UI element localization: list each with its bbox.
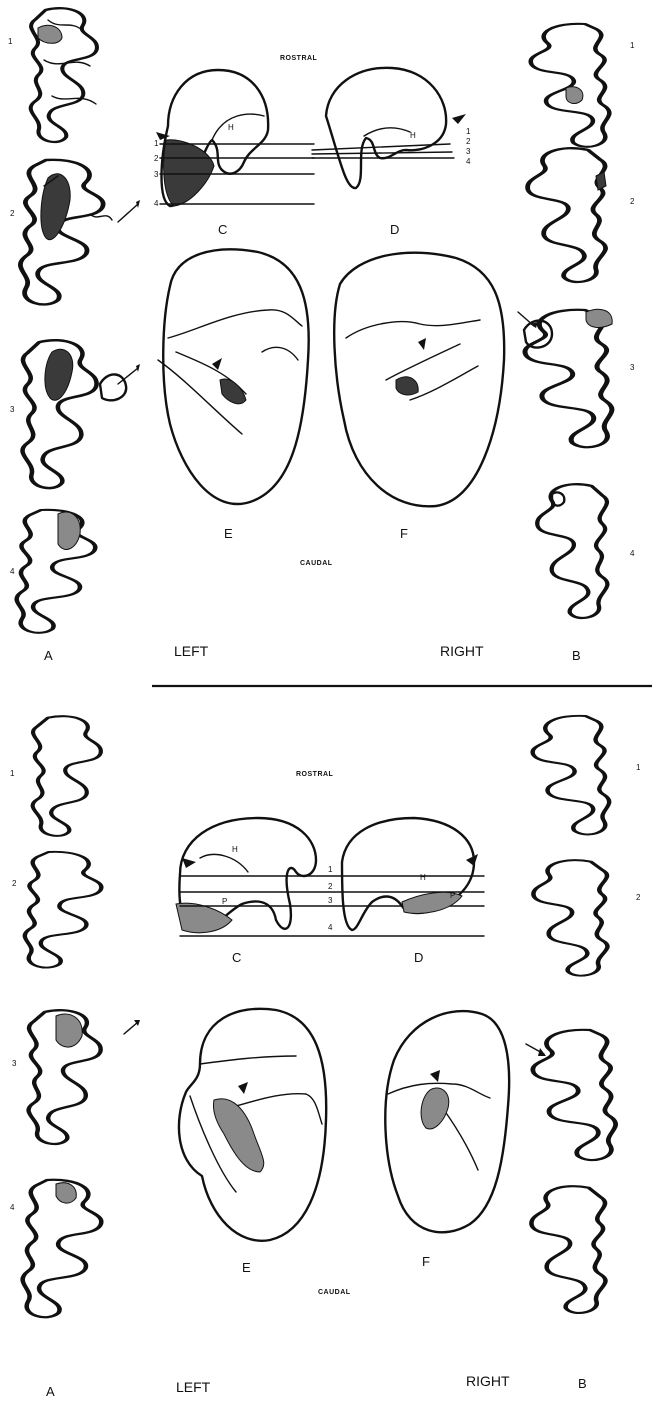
bottom-line-4: 4 — [328, 923, 333, 932]
b-slice-num-1: 1 — [630, 41, 635, 50]
bottom-label-e: E — [242, 1260, 251, 1275]
rostral-view-c-bottom: H P — [176, 818, 484, 936]
a-slice-num-1: 1 — [8, 37, 13, 46]
b-slice-num-3: 3 — [630, 363, 635, 372]
c2-p-mark: P — [222, 897, 227, 906]
top-label-f: F — [400, 526, 408, 541]
d-line-1: 1 — [466, 127, 471, 136]
right-slices-b-bottom: 1 2 — [526, 716, 641, 1313]
slice-b4 — [537, 484, 607, 618]
b2-slice-num-2: 2 — [636, 893, 641, 902]
bottom-label-c: C — [232, 950, 241, 965]
c-line-4: 4 — [154, 199, 159, 208]
top-label-e: E — [224, 526, 233, 541]
slice-a2 — [20, 160, 140, 305]
d2-h-mark: H — [420, 873, 426, 882]
right-slices-b: 1 2 3 4 — [518, 24, 635, 618]
bottom-rostral-label: ROSTRAL — [296, 771, 334, 778]
rostral-view-d: H 1 2 3 4 — [312, 68, 471, 188]
d-h-mark: H — [410, 131, 416, 140]
b-slice-num-2: 2 — [630, 197, 635, 206]
slice-b2 — [528, 148, 606, 282]
slice-a4-bottom — [23, 1180, 102, 1317]
slice-b1 — [531, 24, 610, 147]
bottom-label-left: LEFT — [176, 1379, 211, 1395]
bottom-label-d: D — [414, 950, 423, 965]
bottom-line-3: 3 — [328, 896, 333, 905]
top-label-a: A — [44, 648, 53, 663]
bottom-label-right: RIGHT — [466, 1373, 510, 1389]
bottom-panel: 1 2 3 4 1 2 ROSTRAL H P — [10, 716, 641, 1399]
a2-slice-num-4: 4 — [10, 1203, 15, 1212]
lateral-view-e-bottom — [179, 1009, 326, 1241]
slice-a4 — [17, 510, 96, 633]
lateral-view-f — [334, 253, 504, 507]
top-label-d: D — [390, 222, 399, 237]
b2-slice-num-1: 1 — [636, 763, 641, 772]
bottom-label-a: A — [46, 1384, 55, 1399]
top-panel: 1 2 3 4 — [8, 8, 635, 663]
bottom-line-2: 2 — [328, 882, 333, 891]
c-line-2: 2 — [154, 154, 159, 163]
a2-slice-num-2: 2 — [12, 879, 17, 888]
left-slices-a-bottom: 1 2 3 4 — [10, 716, 140, 1317]
top-caudal-label: CAUDAL — [300, 560, 333, 567]
c-line-3: 3 — [154, 170, 159, 179]
c-h-mark: H — [228, 123, 234, 132]
top-label-b: B — [572, 648, 581, 663]
bottom-label-f: F — [422, 1254, 430, 1269]
slice-a3-bottom — [29, 1010, 140, 1144]
top-label-c: C — [218, 222, 227, 237]
a-slice-num-3: 3 — [10, 405, 15, 414]
lateral-view-e — [158, 249, 309, 504]
bottom-label-b: B — [578, 1376, 587, 1391]
bottom-line-1: 1 — [328, 865, 333, 874]
slice-a1 — [31, 8, 97, 142]
slice-b3 — [518, 309, 612, 447]
d-line-4: 4 — [466, 157, 471, 166]
left-slices-a: 1 2 3 4 — [8, 8, 140, 633]
a2-slice-num-3: 3 — [12, 1059, 17, 1068]
top-label-right: RIGHT — [440, 643, 484, 659]
top-label-left: LEFT — [174, 643, 209, 659]
a-slice-num-4: 4 — [10, 567, 15, 576]
d-line-3: 3 — [466, 147, 471, 156]
a-slice-num-2: 2 — [10, 209, 15, 218]
slice-b3-bottom — [526, 1030, 616, 1160]
rostral-view-c: H 1 2 3 4 — [154, 70, 314, 208]
c-line-1: 1 — [154, 139, 159, 148]
top-rostral-label: ROSTRAL — [280, 55, 318, 62]
slice-a3 — [23, 340, 140, 488]
d2-p-mark: P — [450, 891, 455, 900]
rostral-view-d-bottom: H P — [342, 818, 478, 930]
d-line-2: 2 — [466, 137, 471, 146]
c2-h-mark: H — [232, 845, 238, 854]
b-slice-num-4: 4 — [630, 549, 635, 558]
bottom-caudal-label: CAUDAL — [318, 1289, 351, 1296]
lateral-view-f-bottom — [385, 1011, 509, 1232]
a2-slice-num-1: 1 — [10, 769, 15, 778]
